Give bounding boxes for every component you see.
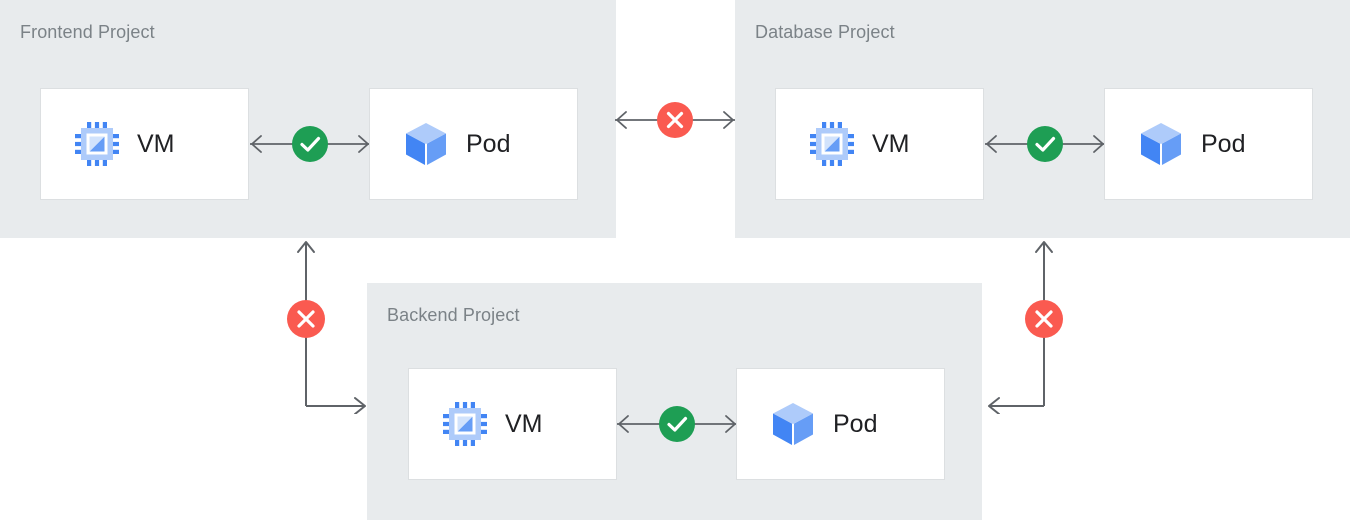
link-database-vm-to-pod[interactable] [984, 124, 1106, 164]
card-content: Pod [370, 120, 510, 168]
resource-card-database-vm[interactable]: VM [775, 88, 984, 200]
card-content: Pod [737, 400, 877, 448]
resource-card-database-pod[interactable]: Pod [1104, 88, 1313, 200]
link-database-to-backend[interactable] [980, 232, 1080, 414]
cube-icon [402, 120, 450, 168]
check-circle-icon [617, 406, 737, 442]
cpu-chip-icon [73, 120, 121, 168]
project-title-backend: Backend Project [387, 305, 520, 325]
resource-label: Pod [1201, 129, 1246, 158]
cpu-chip-icon [441, 400, 489, 448]
resource-label: VM [505, 409, 543, 438]
x-circle-icon [988, 241, 1063, 414]
resource-label: VM [137, 129, 175, 158]
project-title-database: Database Project [755, 22, 895, 42]
cube-icon [1137, 120, 1185, 168]
check-circle-icon [985, 126, 1105, 162]
resource-label: Pod [833, 409, 878, 438]
link-backend-vm-to-pod[interactable] [616, 404, 738, 444]
card-content: VM [409, 400, 543, 448]
x-circle-icon [615, 102, 735, 138]
card-content: VM [41, 120, 175, 168]
link-frontend-to-backend[interactable] [276, 232, 376, 414]
resource-card-backend-vm[interactable]: VM [408, 368, 617, 480]
x-circle-icon [287, 241, 366, 414]
check-circle-icon [250, 126, 370, 162]
resource-card-backend-pod[interactable]: Pod [736, 368, 945, 480]
card-content: VM [776, 120, 910, 168]
resource-card-frontend-vm[interactable]: VM [40, 88, 249, 200]
cpu-chip-icon [808, 120, 856, 168]
cube-icon [769, 400, 817, 448]
project-title-frontend: Frontend Project [20, 22, 155, 42]
resource-card-frontend-pod[interactable]: Pod [369, 88, 578, 200]
link-frontend-vm-to-pod[interactable] [249, 124, 371, 164]
link-frontend-to-database[interactable] [614, 100, 736, 140]
resource-label: Pod [466, 129, 511, 158]
card-content: Pod [1105, 120, 1245, 168]
resource-label: VM [872, 129, 910, 158]
